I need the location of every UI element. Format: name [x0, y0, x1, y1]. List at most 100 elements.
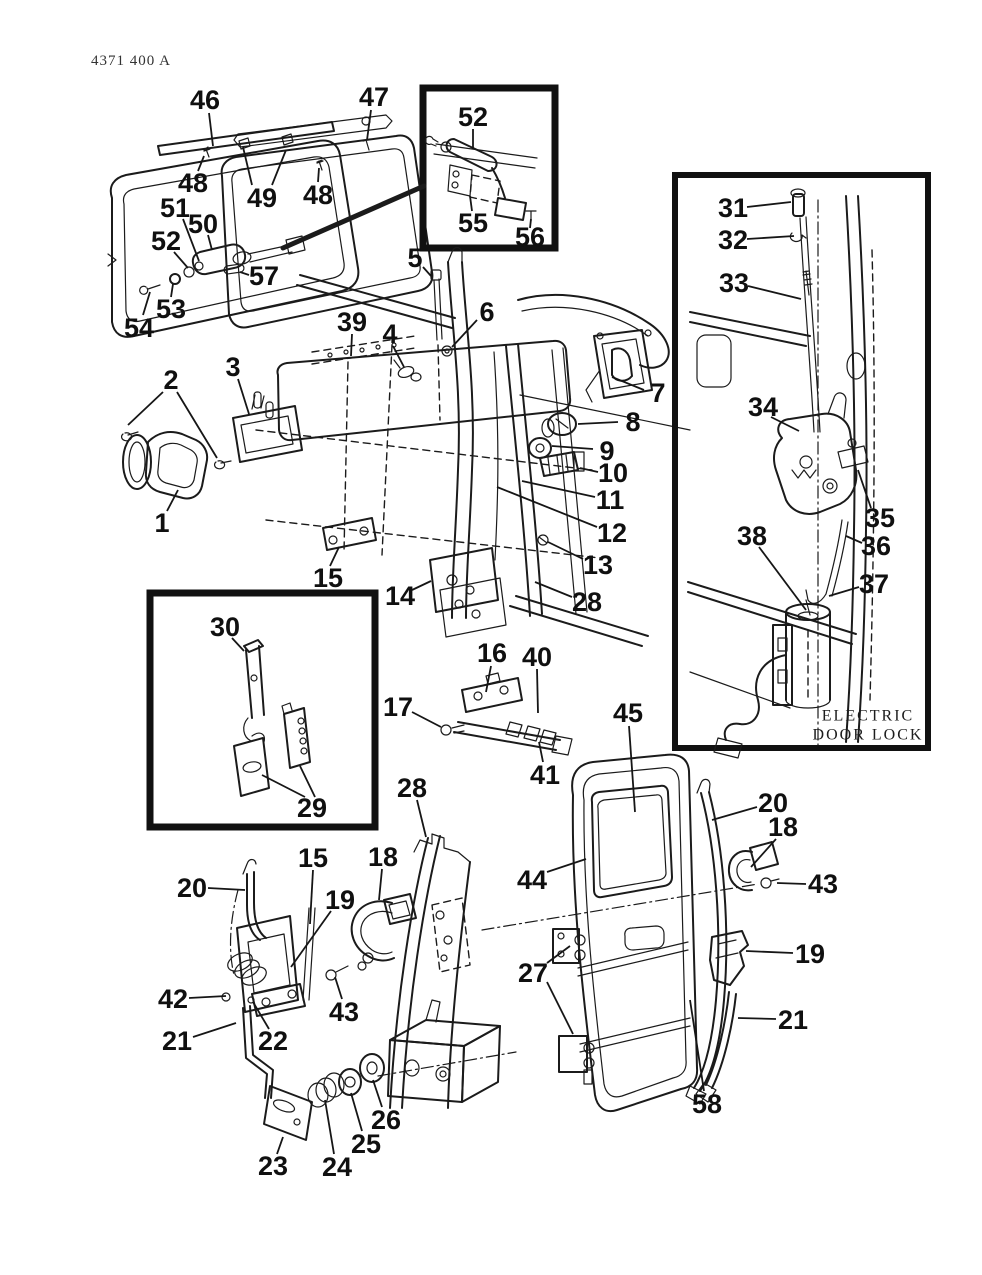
- callout-26: 26: [371, 1105, 401, 1135]
- callout-39: 39: [337, 307, 367, 337]
- leader-line-28: [534, 581, 573, 598]
- leader-line-57: [239, 271, 250, 276]
- callout-56: 56: [515, 222, 545, 252]
- callout-21: 21: [778, 1005, 808, 1035]
- callout-14: 14: [385, 581, 415, 611]
- caption-door-lock: DOOR LOCK: [813, 727, 924, 744]
- leader-line-40: [536, 668, 539, 714]
- callout-46: 46: [190, 85, 220, 115]
- callout-28: 28: [572, 587, 602, 617]
- leader-line-20: [711, 806, 758, 821]
- callout-17: 17: [383, 692, 413, 722]
- leader-line-23: [276, 1136, 284, 1155]
- callout-49: 49: [247, 183, 277, 213]
- callout-19: 19: [795, 939, 825, 969]
- callout-47: 47: [359, 82, 389, 112]
- callout-20: 20: [177, 873, 207, 903]
- callout-31: 31: [718, 193, 748, 223]
- leader-line-36: [845, 535, 863, 544]
- callout-22: 22: [258, 1026, 288, 1056]
- callout-2: 2: [163, 365, 178, 395]
- leader-line-45: [628, 725, 636, 813]
- leader-line-18: [750, 838, 777, 868]
- leader-line-27: [546, 945, 571, 964]
- callout-42: 42: [158, 984, 188, 1014]
- leader-line-33: [747, 285, 802, 300]
- leader-line-34: [770, 416, 800, 432]
- leader-line-10: [579, 467, 599, 473]
- callout-52: 52: [151, 226, 181, 256]
- callout-21: 21: [162, 1026, 192, 1056]
- callout-54: 54: [124, 313, 154, 343]
- leader-line-47: [366, 109, 372, 141]
- callout-20: 20: [758, 788, 788, 818]
- leader-line-19: [745, 950, 794, 954]
- leader-line-2: [127, 391, 164, 426]
- inset-electric-door-lock: [672, 172, 931, 759]
- callout-55: 55: [458, 208, 488, 238]
- leader-line-15: [309, 869, 314, 925]
- leader-line-15: [329, 546, 340, 567]
- leader-line-25: [350, 1092, 363, 1132]
- callout-30: 30: [210, 612, 240, 642]
- callout-23: 23: [258, 1151, 288, 1181]
- leader-line-44: [546, 858, 587, 873]
- leader-line-9: [551, 445, 594, 450]
- leader-line-17: [411, 711, 442, 728]
- callout-29: 29: [297, 793, 327, 823]
- callout-41: 41: [530, 760, 560, 790]
- inset-latch-detail: [280, 84, 559, 252]
- callout-43: 43: [329, 997, 359, 1027]
- leader-line-49: [271, 149, 287, 186]
- leader-line-42: [188, 995, 227, 999]
- callout-38: 38: [737, 521, 767, 551]
- leader-line-19: [290, 910, 332, 968]
- leader-line-50: [207, 234, 213, 251]
- figure-code-4371-400-a: 4371 400 A: [91, 53, 171, 69]
- leader-line-16: [485, 665, 492, 693]
- leader-line-35: [857, 469, 872, 509]
- leader-line-38: [758, 546, 807, 611]
- leader-line-31: [746, 201, 792, 208]
- leader-line-12: [496, 486, 598, 528]
- callout-48: 48: [303, 180, 333, 210]
- leader-line-39: [350, 333, 353, 357]
- leader-line-46: [208, 112, 214, 147]
- leader-line-13: [547, 541, 584, 560]
- leader-line-7: [611, 376, 645, 391]
- callout-15: 15: [313, 563, 343, 593]
- callout-7: 7: [650, 378, 665, 408]
- leader-line-5: [422, 266, 432, 277]
- leader-line-43: [334, 976, 343, 1000]
- callout-28: 28: [397, 773, 427, 803]
- leader-line-41: [538, 741, 544, 763]
- leader-line-56: [529, 218, 532, 229]
- callout-27: 27: [518, 958, 548, 988]
- leader-line-29: [261, 774, 306, 798]
- leader-line-18: [378, 868, 383, 901]
- callout-25: 25: [351, 1129, 381, 1159]
- callout-9: 9: [599, 436, 614, 466]
- leader-line-20: [207, 887, 246, 891]
- inset-striker-detail: [146, 589, 379, 831]
- leader-line-54: [142, 291, 151, 316]
- leader-line-49: [242, 146, 253, 186]
- callout-6: 6: [479, 297, 494, 327]
- leader-line-48: [197, 155, 205, 172]
- callout-24: 24: [322, 1152, 352, 1182]
- leader-line-48: [317, 167, 320, 183]
- callout-11: 11: [596, 485, 625, 515]
- leader-line-52: [173, 251, 189, 269]
- callout-48: 48: [178, 168, 208, 198]
- leader-line-3: [237, 378, 250, 415]
- callout-43: 43: [808, 869, 838, 899]
- callout-18: 18: [368, 842, 398, 872]
- callout-19: 19: [325, 885, 355, 915]
- callout-53: 53: [156, 294, 186, 324]
- callout-1: 1: [154, 508, 169, 538]
- callout-52: 52: [458, 102, 488, 132]
- leader-line-53: [170, 283, 174, 298]
- caption-electric: ELECTRIC: [822, 708, 914, 725]
- window-assembly-art: [107, 114, 434, 338]
